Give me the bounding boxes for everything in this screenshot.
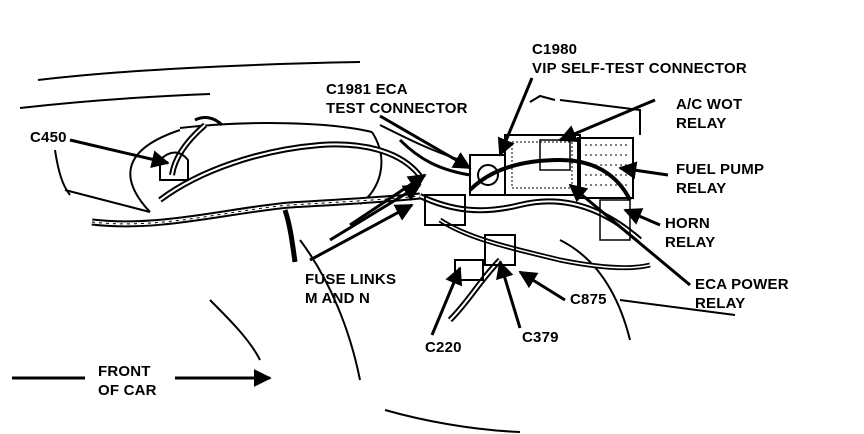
label-c1981: C1981 ECA TEST CONNECTOR <box>326 80 468 118</box>
label-eca-power-line2: RELAY <box>695 295 746 312</box>
label-horn-line2: RELAY <box>665 234 716 251</box>
label-fuel-pump-line1: FUEL PUMP <box>676 161 765 178</box>
label-fuse-links: FUSE LINKS M AND N <box>305 270 396 308</box>
label-c450-text: C450 <box>30 129 67 146</box>
label-c1980: C1980 VIP SELF-TEST CONNECTOR <box>532 40 747 78</box>
label-c379: C379 <box>522 328 559 347</box>
label-fuse-links-line1: FUSE LINKS <box>305 271 397 288</box>
label-horn-relay: HORN RELAY <box>665 214 715 252</box>
label-c875-text: C875 <box>570 291 607 308</box>
label-ac-wot-line1: A/C WOT <box>676 96 743 113</box>
label-fuse-links-line2: M AND N <box>305 290 371 307</box>
label-fuel-pump-line2: RELAY <box>676 180 727 197</box>
leader-lines <box>12 77 691 387</box>
label-c875: C875 <box>570 290 607 309</box>
label-front-line1: FRONT <box>98 363 151 380</box>
label-horn-line1: HORN <box>665 215 710 232</box>
label-c1980-desc: VIP SELF-TEST CONNECTOR <box>532 60 747 77</box>
label-c1980-id: C1980 <box>532 41 578 58</box>
label-ac-wot-line2: RELAY <box>676 115 727 132</box>
label-c1981-desc: TEST CONNECTOR <box>326 100 468 117</box>
label-c379-text: C379 <box>522 329 559 346</box>
label-c220: C220 <box>425 338 462 357</box>
label-c1981-id: C1981 ECA <box>326 81 408 98</box>
label-c220-text: C220 <box>425 339 462 356</box>
label-fuel-pump-relay: FUEL PUMP RELAY <box>676 160 764 198</box>
label-eca-power-relay: ECA POWER RELAY <box>695 275 789 313</box>
label-front-of-car: FRONT OF CAR <box>98 362 157 400</box>
label-eca-power-line1: ECA POWER <box>695 276 789 293</box>
label-front-line2: OF CAR <box>98 382 157 399</box>
label-ac-wot-relay: A/C WOT RELAY <box>676 95 742 133</box>
label-c450: C450 <box>30 128 67 147</box>
